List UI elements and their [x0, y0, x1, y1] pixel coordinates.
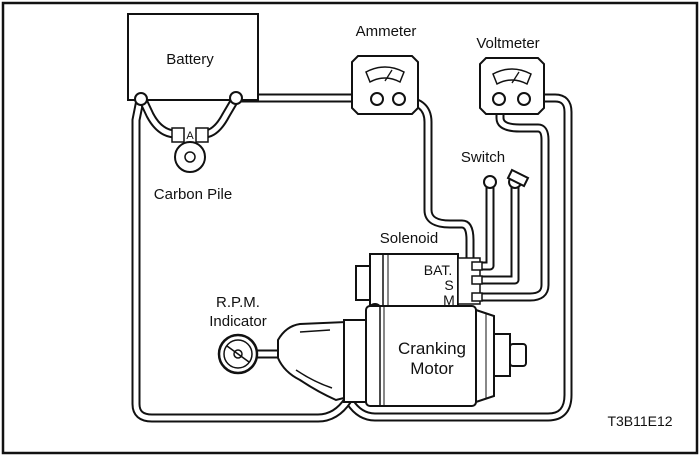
voltmeter: [479, 57, 545, 115]
rpm-label-line2: Indicator: [209, 313, 267, 330]
terminal-m-label: M: [443, 292, 455, 308]
terminal-s-label: S: [444, 277, 453, 293]
voltmeter-terminal-right: [517, 92, 531, 106]
battery-negative-terminal: [134, 92, 148, 106]
wires: [131, 93, 573, 423]
terminal-m-post: [471, 292, 483, 302]
carbon-pile: A: [171, 127, 209, 173]
ammeter: [351, 55, 419, 115]
rpm-indicator: [217, 333, 259, 375]
solenoid-label: Solenoid: [380, 230, 438, 247]
figure-code: T3B11E12: [607, 413, 672, 429]
motor-drive-housing: [277, 320, 354, 402]
switch-label: Switch: [461, 149, 505, 166]
carbon-pile-terminal-label: A: [186, 130, 194, 142]
rpm-label-line1: R.P.M.: [216, 294, 260, 311]
cranking-motor: [277, 305, 527, 407]
battery-box: [127, 13, 259, 101]
battery-label: Battery: [166, 51, 214, 68]
terminal-s-post: [471, 275, 483, 285]
terminal-bat-post: [471, 261, 483, 271]
voltmeter-label: Voltmeter: [476, 35, 539, 52]
battery-positive-terminal: [229, 91, 243, 105]
switch: [483, 168, 530, 189]
motor-label-line1: Cranking: [398, 339, 466, 358]
ammeter-label: Ammeter: [356, 23, 417, 40]
terminal-bat-label: BAT.: [424, 262, 453, 278]
voltmeter-terminal-left: [492, 92, 506, 106]
carbon-pile-label: Carbon Pile: [154, 186, 232, 203]
ammeter-terminal-left: [370, 92, 384, 106]
motor-label-line2: Motor: [410, 359, 454, 378]
ammeter-terminal-right: [392, 92, 406, 106]
